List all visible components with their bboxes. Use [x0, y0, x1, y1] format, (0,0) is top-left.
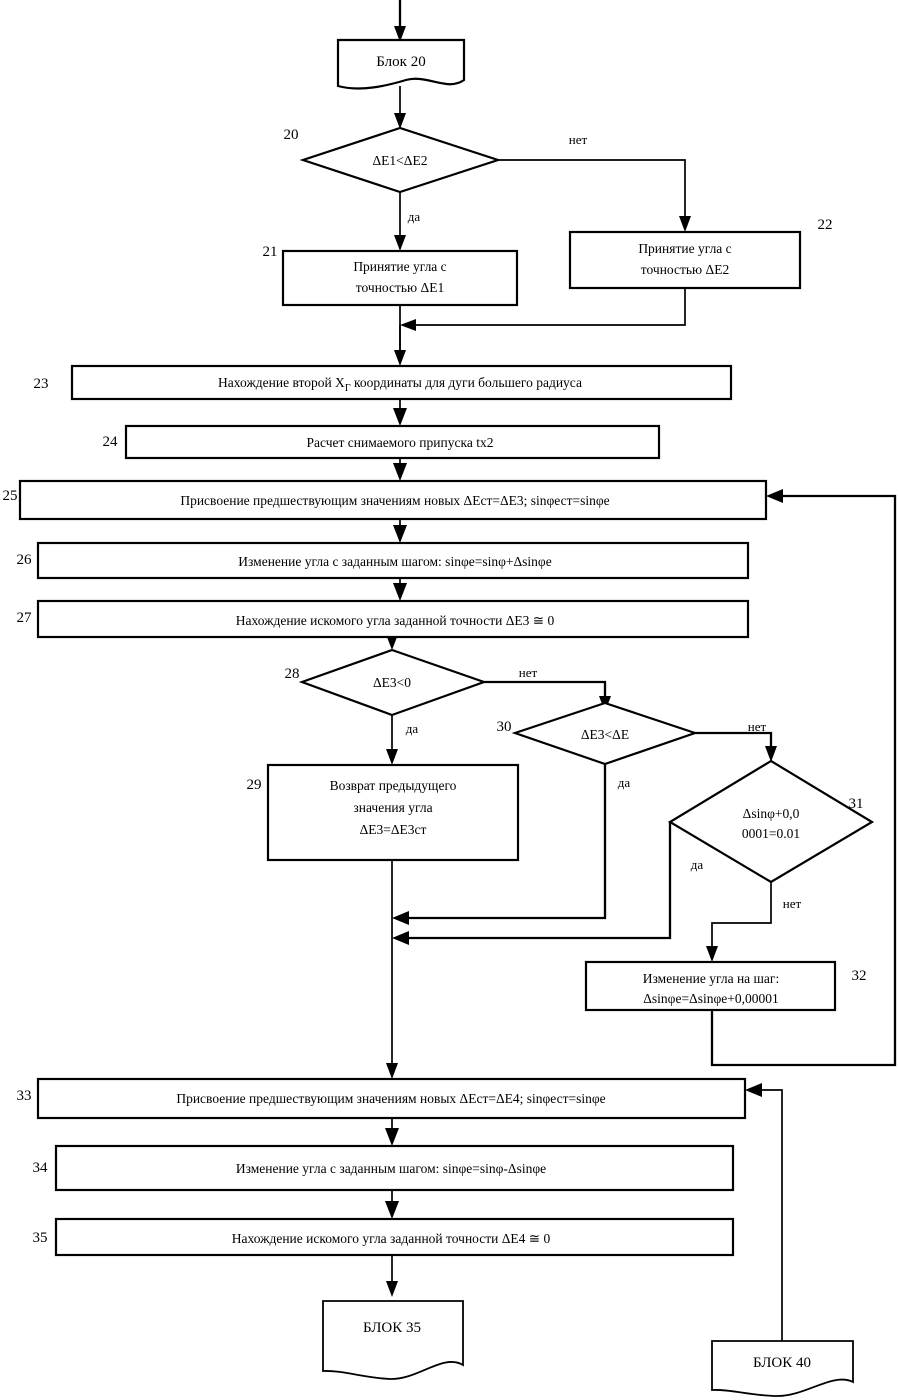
edge-blok20-to-d20 [394, 86, 406, 129]
node-number-29: 29 [247, 777, 262, 793]
process-23-label: Нахождение второй ХГ координаты для дуги… [218, 375, 582, 394]
node-number-33: 33 [17, 1088, 32, 1104]
edge-b32-to-b25-feedback [710, 489, 897, 1067]
edge-b24-to-b25 [393, 458, 407, 481]
node-number-22: 22 [818, 217, 833, 233]
node-number-21: 21 [263, 244, 278, 260]
edge-label-d20-no: нет [569, 132, 588, 147]
process-33-label: Присвоение предшествующим значениям новы… [176, 1091, 605, 1106]
process-32-line2: Δsinφе=Δsinφе+0,00001 [643, 991, 779, 1006]
blok40-label: БЛОК 40 [753, 1355, 811, 1371]
node-process-23[interactable]: Нахождение второй ХГ координаты для дуги… [70, 364, 733, 401]
node-decision-20[interactable]: ΔЕ1<ΔЕ2 [299, 126, 502, 194]
node-number-25: 25 [3, 488, 18, 504]
node-number-28: 28 [285, 666, 300, 682]
edge-label-d31-no: нет [783, 896, 802, 911]
node-process-34[interactable]: Изменение угла с заданным шагом: sinφе=s… [54, 1144, 735, 1192]
edge-label-d28-yes: да [406, 721, 419, 736]
node-number-35: 35 [33, 1230, 48, 1246]
process-35-label: Нахождение искомого угла заданной точнос… [232, 1231, 551, 1246]
process-22-line1: Принятие угла с [638, 241, 731, 256]
process-27-label: Нахождение искомого угла заданной точнос… [236, 613, 555, 628]
node-process-25[interactable]: Присвоение предшествующим значениям новы… [18, 479, 768, 521]
process-24-label: Расчет снимаемого припуска tx2 [307, 435, 494, 450]
decision-30-label: ΔЕ3<ΔЕ [581, 727, 629, 742]
edge-label-d30-no: нет [748, 719, 767, 734]
node-process-35[interactable]: Нахождение искомого угла заданной точнос… [54, 1217, 735, 1257]
edge-d31-no-to-b32 [706, 882, 772, 962]
node-process-27[interactable]: Нахождение искомого угла заданной точнос… [36, 599, 750, 639]
node-decision-31[interactable]: Δsinφ+0,0 0001=0.01 [667, 759, 875, 884]
decision-20-label: ΔЕ1<ΔЕ2 [373, 153, 428, 168]
decision-28-label: ΔЕ3<0 [373, 675, 411, 690]
node-process-32[interactable]: Изменение угла на шаг: Δsinφе=Δsinφе+0,0… [584, 960, 837, 1012]
edge-b29-to-b33 [386, 860, 398, 1079]
node-number-31: 31 [849, 796, 864, 812]
process-29-line2: значения угла [353, 800, 432, 815]
edge-d20-no-to-b22 [498, 159, 691, 232]
node-number-20: 20 [284, 127, 299, 143]
node-process-21[interactable]: Принятие угла с точностью ΔЕ1 [281, 249, 519, 307]
edge-d28-yes-to-b29 [386, 715, 398, 765]
edge-b34-to-b35 [385, 1190, 399, 1219]
node-number-27: 27 [17, 610, 33, 626]
decision-31-line1: Δsinφ+0,0 [743, 806, 800, 821]
node-blok40[interactable]: БЛОК 40 [711, 1340, 854, 1397]
edge-label-d28-no: нет [519, 665, 538, 680]
process-29-line3: ΔЕ3=ΔЕ3ст [360, 822, 427, 837]
edge-merge-to-b23 [394, 325, 406, 366]
edge-b23-to-b24 [393, 399, 407, 426]
node-blok20[interactable]: Блок 20 [336, 38, 466, 90]
node-process-33[interactable]: Присвоение предшествующим значениям новы… [36, 1077, 747, 1120]
node-process-24[interactable]: Расчет снимаемого припуска tx2 [124, 424, 661, 460]
node-number-34: 34 [33, 1160, 49, 1176]
edge-b26-to-b27 [393, 578, 407, 601]
node-number-32: 32 [852, 968, 867, 984]
node-decision-28[interactable]: ΔЕ3<0 [298, 648, 488, 717]
edge-d20-yes-to-b21 [394, 192, 406, 251]
edge-d30-yes-to-merge [392, 764, 607, 925]
edge-b22-to-merge [400, 288, 686, 331]
node-number-24: 24 [103, 434, 119, 450]
blok20-label: Блок 20 [376, 54, 425, 70]
edge-label-d31-yes: да [691, 857, 704, 872]
edge-label-d30-yes: да [618, 775, 631, 790]
edge-b33-to-b34 [385, 1118, 399, 1146]
process-26-label: Изменение угла с заданным шагом: sinφе=s… [238, 554, 551, 569]
process-21-line1: Принятие угла с [353, 259, 446, 274]
edge-entry-to-blok20 [394, 0, 406, 42]
node-process-29[interactable]: Возврат предыдущего значения угла ΔЕ3=ΔЕ… [266, 763, 520, 862]
edge-label-d20-yes: да [408, 209, 421, 224]
edge-d30-no-to-d31 [695, 731, 777, 762]
node-decision-30[interactable]: ΔЕ3<ΔЕ [511, 701, 699, 766]
node-blok35[interactable]: БЛОК 35 [322, 1300, 464, 1380]
process-22-line2: точностью ΔЕ2 [641, 262, 729, 277]
process-32-line1: Изменение угла на шаг: [643, 971, 779, 986]
process-29-line1: Возврат предыдущего [330, 778, 457, 793]
edge-b25-to-b26 [393, 519, 407, 543]
process-25-label: Присвоение предшествующим значениям новы… [180, 493, 609, 508]
process-21-line2: точностью ΔЕ1 [356, 280, 444, 295]
node-number-30: 30 [497, 719, 512, 735]
node-process-26[interactable]: Изменение угла с заданным шагом: sinφе=s… [36, 541, 750, 580]
blok35-label: БЛОК 35 [363, 1320, 421, 1336]
edge-d31-yes-to-merge [392, 822, 672, 945]
decision-31-line2: 0001=0.01 [742, 826, 800, 841]
node-process-22[interactable]: Принятие угла с точностью ΔЕ2 [568, 230, 802, 290]
node-number-26: 26 [17, 552, 33, 568]
edge-blok40-to-b33-feedback [745, 1083, 783, 1341]
process-34-label: Изменение угла с заданным шагом: sinφе=s… [236, 1161, 546, 1176]
edge-b35-to-blok35 [386, 1255, 398, 1297]
node-number-23: 23 [34, 376, 49, 392]
